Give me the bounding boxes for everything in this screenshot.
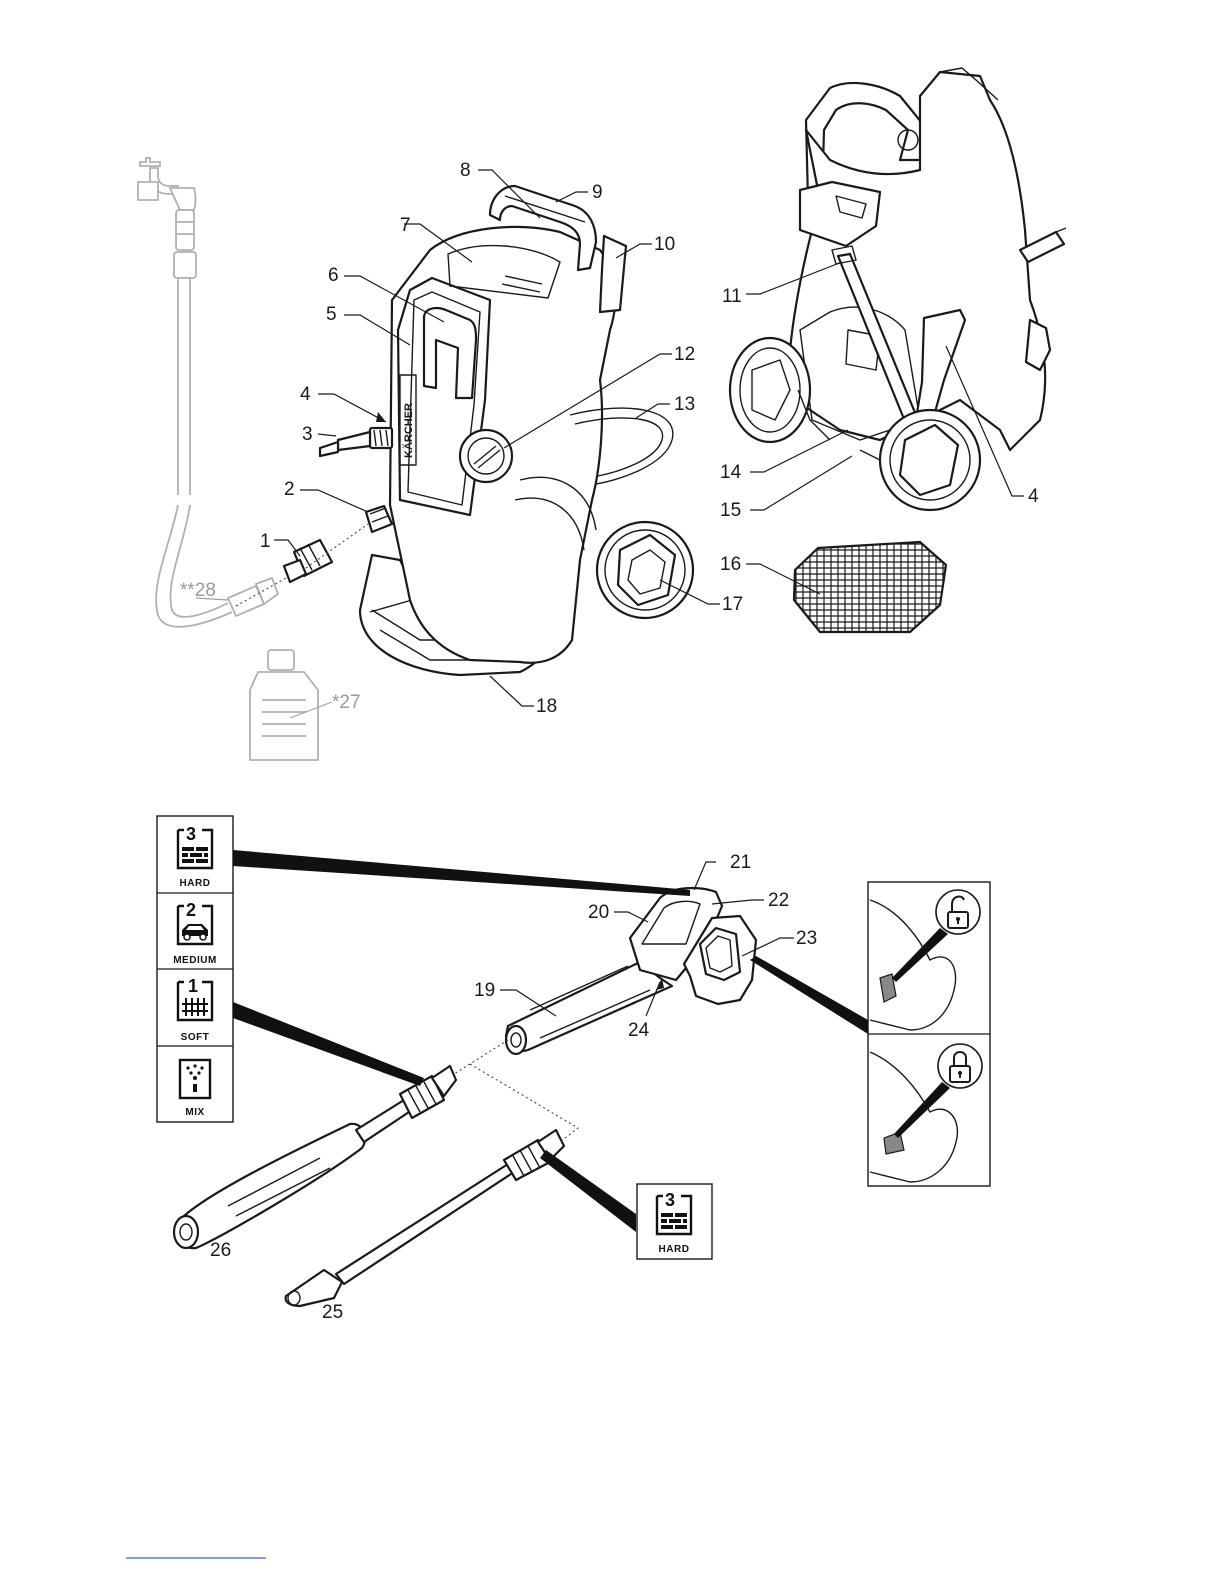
callout-13: 13: [674, 394, 695, 415]
callout-4-front: 4: [300, 384, 311, 405]
pointer-trigger-to-detail: [750, 956, 868, 1034]
lock-open-icon: [936, 890, 980, 934]
tap-icon: [138, 158, 196, 278]
callout-5: 5: [326, 304, 337, 325]
callout-7: 7: [400, 215, 411, 236]
callout-14: 14: [720, 462, 742, 483]
callout-16: 16: [720, 554, 741, 575]
callout-8: 8: [460, 160, 471, 181]
callout-4-rear: 4: [1028, 486, 1039, 507]
callout-1: 1: [260, 531, 271, 552]
callout-2: 2: [284, 479, 295, 500]
pointer-hard-to-gun: [233, 850, 690, 896]
callout-25: 25: [322, 1302, 343, 1323]
lance-hard-badge: 3 HARD: [637, 1184, 712, 1259]
inlet-coupling: [284, 540, 332, 582]
lock-closed-icon: [938, 1044, 982, 1088]
callout-17: 17: [722, 594, 743, 615]
pointer-soft-to-lance: [233, 1002, 424, 1086]
callout-9: 9: [592, 182, 603, 203]
callout-20: 20: [588, 902, 609, 923]
hose-coupling: [228, 578, 278, 616]
high-pressure-connection: [320, 428, 392, 456]
callout-19: 19: [474, 980, 495, 1001]
callout-18: 18: [536, 696, 557, 717]
pressure-dial: [460, 430, 512, 482]
svg-text:MIX: MIX: [185, 1107, 204, 1118]
callout-28: **28: [180, 580, 216, 601]
trigger-lock-detail: [868, 882, 990, 1186]
callout-10: 10: [654, 234, 675, 255]
water-tap-and-hose: **28: [138, 158, 278, 627]
callout-26: 26: [210, 1240, 231, 1261]
wheel-front: [597, 522, 693, 618]
svg-text:3: 3: [665, 1190, 675, 1210]
filter-mesh: [792, 540, 948, 634]
callout-27: *27: [332, 692, 361, 713]
callout-12: 12: [674, 344, 695, 365]
svg-text:MEDIUM: MEDIUM: [173, 955, 217, 966]
wheel-rear-right: [880, 410, 980, 510]
callout-21: 21: [730, 852, 751, 873]
svg-text:HARD: HARD: [659, 1244, 690, 1255]
svg-text:3: 3: [186, 824, 196, 844]
svg-text:1: 1: [188, 976, 198, 996]
svg-text:HARD: HARD: [180, 878, 211, 889]
svg-text:2: 2: [186, 900, 196, 920]
callout-24: 24: [628, 1020, 650, 1041]
detergent-bottle: *27: [250, 650, 361, 760]
callout-6: 6: [328, 265, 339, 286]
callout-15: 15: [720, 500, 741, 521]
brand-label: KÄRCHER: [402, 403, 415, 458]
pointer-lance-to-badge: [540, 1150, 636, 1232]
water-inlet: [366, 506, 392, 532]
callout-22: 22: [768, 890, 789, 911]
callout-23: 23: [796, 928, 817, 949]
nozzle-legend-panel: 3 HARD 2 MEDIUM 1: [157, 816, 233, 1122]
svg-text:SOFT: SOFT: [181, 1032, 210, 1043]
callout-11: 11: [722, 286, 742, 307]
callout-3: 3: [302, 424, 313, 445]
pressure-washer-rear-view: [730, 68, 1066, 510]
